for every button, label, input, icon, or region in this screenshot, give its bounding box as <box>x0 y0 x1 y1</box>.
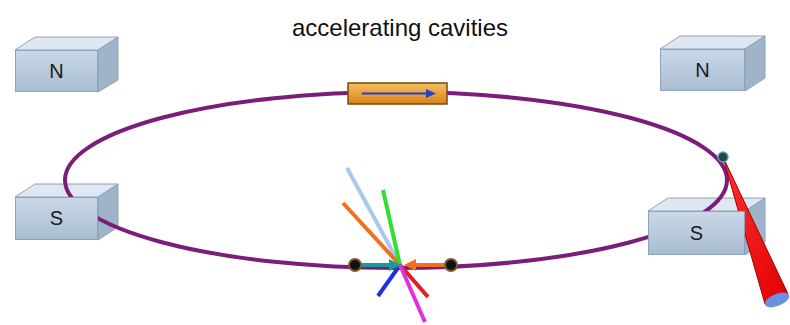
component-label: accelerating cavities <box>292 14 508 42</box>
magnet-pole: S <box>648 211 745 255</box>
magnet-pole: S <box>15 197 98 240</box>
storage-ring <box>65 92 727 268</box>
magnet-pole: N <box>660 49 745 91</box>
pole-label: S <box>690 222 703 245</box>
pole-label: N <box>695 59 709 82</box>
pole-label: S <box>50 207 63 230</box>
accelerating-cavity <box>348 83 447 104</box>
pole-label: N <box>49 60 63 83</box>
magnet-pole: N <box>15 50 98 92</box>
